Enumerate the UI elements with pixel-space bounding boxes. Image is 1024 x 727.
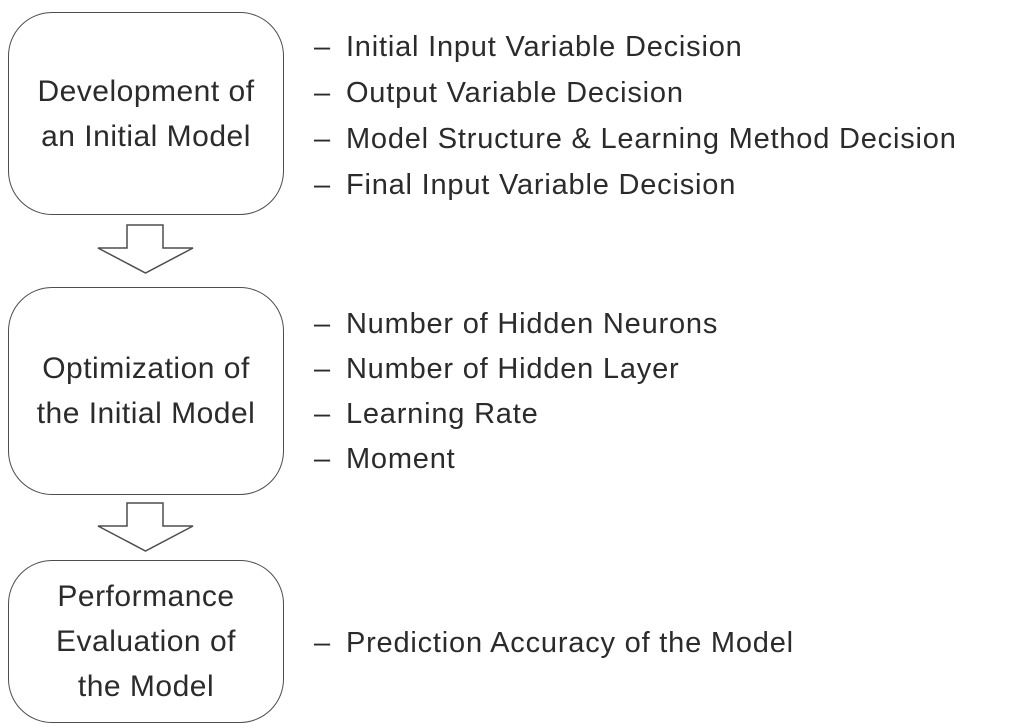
dash-bullet: – xyxy=(314,30,331,63)
dash-bullet: – xyxy=(314,168,331,201)
down-arrow-icon xyxy=(97,502,194,552)
list-item-label: Prediction Accuracy of the Model xyxy=(345,626,794,659)
list-item: – Number of Hidden Layer xyxy=(314,347,718,392)
dash-bullet: – xyxy=(314,398,331,430)
list-item: – Prediction Accuracy of the Model xyxy=(314,620,794,666)
step-title-line: Development of xyxy=(37,74,255,108)
list-item: – Moment xyxy=(314,437,718,482)
step-title-line: Optimization of xyxy=(42,352,250,385)
list-item: – Learning Rate xyxy=(314,392,718,437)
list-item-label: Initial Input Variable Decision xyxy=(345,30,743,63)
dash-bullet: – xyxy=(314,76,331,109)
list-item-label: Final Input Variable Decision xyxy=(345,168,737,201)
list-item: – Final Input Variable Decision xyxy=(314,162,957,208)
dash-bullet: – xyxy=(314,308,331,340)
development-item-list: – Initial Input Variable Decision – Outp… xyxy=(314,24,957,208)
dash-bullet: – xyxy=(314,122,331,155)
down-arrow-icon xyxy=(97,224,194,274)
evaluation-item-list: – Prediction Accuracy of the Model xyxy=(314,620,794,666)
dash-bullet: – xyxy=(314,353,331,385)
optimization-item-list: – Number of Hidden Neurons – Number of H… xyxy=(314,302,718,482)
dash-bullet: – xyxy=(314,626,331,659)
list-item-label: Number of Hidden Neurons xyxy=(345,308,719,340)
list-item: – Output Variable Decision xyxy=(314,70,957,116)
list-item: – Initial Input Variable Decision xyxy=(314,24,957,70)
step-box-optimization: Optimization of the Initial Model xyxy=(8,287,284,495)
list-item: – Model Structure & Learning Method Deci… xyxy=(314,116,957,162)
list-item-label: Output Variable Decision xyxy=(345,76,684,109)
list-item: – Number of Hidden Neurons xyxy=(314,302,718,347)
list-item-label: Model Structure & Learning Method Decisi… xyxy=(345,122,957,155)
list-item-label: Moment xyxy=(345,443,456,475)
step-box-performance-evaluation: Performance Evaluation of the Model xyxy=(8,560,284,723)
step-title-line: Evaluation of xyxy=(56,625,236,658)
step-box-development: Development of an Initial Model xyxy=(8,12,284,215)
step-title-line: the Initial Model xyxy=(36,397,256,430)
list-item-label: Learning Rate xyxy=(345,398,539,430)
step-title-line: Performance xyxy=(57,580,235,613)
step-title-line: the Model xyxy=(77,670,215,703)
dash-bullet: – xyxy=(314,443,331,475)
step-title-line: an Initial Model xyxy=(41,119,251,153)
list-item-label: Number of Hidden Layer xyxy=(345,353,680,385)
